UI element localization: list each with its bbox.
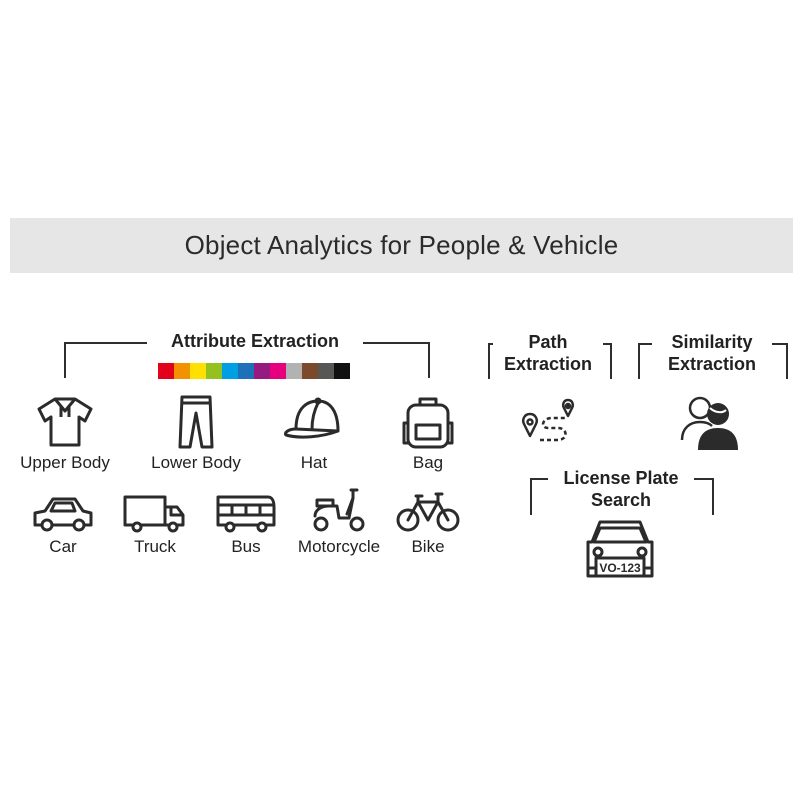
cap-icon	[284, 397, 340, 439]
color-swatch	[190, 363, 206, 379]
attribute-label: Lower Body	[151, 453, 241, 472]
attribute-item-upper-body: Upper Body	[0, 395, 130, 473]
motorcycle-icon	[313, 488, 365, 532]
vehicle-label: Car	[49, 537, 77, 556]
color-swatch	[222, 363, 238, 379]
color-swatch	[206, 363, 222, 379]
vehicle-label: Truck	[134, 537, 176, 556]
license-plate-car-icon: VO-123	[586, 520, 654, 578]
vehicle-label: Motorcycle	[297, 537, 381, 556]
attribute-extraction-label: Attribute Extraction	[147, 330, 363, 352]
color-swatch	[302, 363, 318, 379]
car-icon	[33, 497, 93, 532]
color-swatch	[158, 363, 174, 379]
backpack-icon	[402, 397, 454, 449]
attribute-label: Bag	[412, 453, 444, 472]
color-swatch	[334, 363, 350, 379]
vehicle-item-motorcycle: Motorcycle	[274, 488, 404, 557]
similarity-extraction-label: Similarity Extraction	[652, 331, 772, 375]
attribute-item-hat: Hat	[249, 395, 379, 473]
truck-icon	[123, 495, 185, 533]
vehicle-item-car: Car	[0, 493, 128, 557]
title-band: Object Analytics for People & Vehicle	[10, 218, 793, 273]
license-plate-label: License Plate Search	[548, 467, 694, 511]
shirt-icon	[37, 397, 93, 447]
vehicle-item-bus: Bus	[181, 493, 311, 557]
color-swatch	[238, 363, 254, 379]
pants-icon	[178, 395, 214, 449]
vehicle-label: Bus	[231, 537, 261, 556]
color-swatch	[318, 363, 334, 379]
bicycle-icon	[396, 492, 460, 532]
attribute-label: Upper Body	[20, 453, 110, 472]
color-swatch	[174, 363, 190, 379]
vehicle-label: Bike	[411, 537, 445, 556]
page-title: Object Analytics for People & Vehicle	[184, 230, 619, 260]
color-swatch	[270, 363, 286, 379]
attribute-item-bag: Bag	[363, 395, 493, 473]
plate-text: VO-123	[599, 561, 641, 575]
vehicle-item-truck: Truck	[90, 493, 220, 557]
path-extraction-label: Path Extraction	[493, 331, 603, 375]
attribute-item-lower-body: Lower Body	[131, 395, 261, 473]
color-swatch	[286, 363, 302, 379]
people-similarity-icon	[680, 396, 738, 450]
color-swatch	[254, 363, 270, 379]
vehicle-item-bike: Bike	[363, 488, 493, 557]
attribute-label: Hat	[300, 453, 328, 472]
bus-icon	[216, 495, 276, 533]
color-palette	[158, 363, 350, 379]
route-path-icon	[522, 398, 575, 442]
